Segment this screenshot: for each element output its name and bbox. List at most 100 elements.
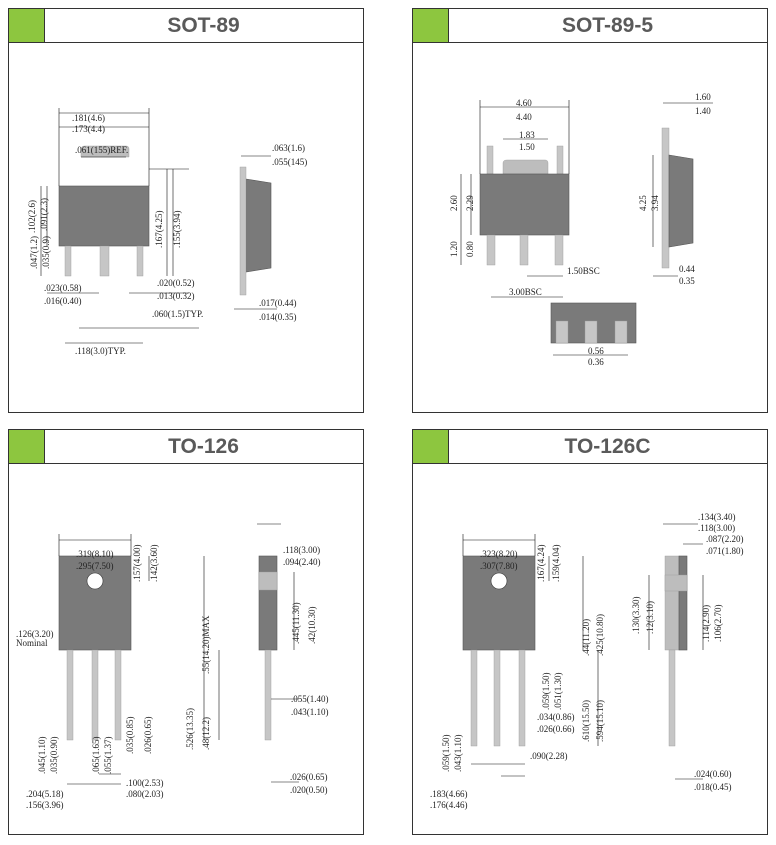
package-tab — [80, 145, 130, 158]
accent-square — [413, 430, 449, 463]
side-body — [245, 178, 272, 273]
dim-label: .059(1.50) — [441, 735, 451, 773]
lead — [99, 245, 110, 277]
panel-title: SOT-89 — [167, 14, 240, 37]
side-tab — [258, 571, 278, 591]
lead — [519, 234, 529, 266]
lead — [486, 145, 494, 175]
dim-label: .063(1.6) — [272, 143, 305, 153]
lead — [556, 145, 564, 175]
dim-label: .043(1.10) — [291, 707, 329, 717]
dim-label: .130(3.30) — [631, 597, 641, 635]
dim-label: Nominal — [16, 638, 48, 648]
dim-label: .060(1.5)TYP. — [152, 309, 203, 319]
dim-label: .55(14.20)MAX — [201, 615, 211, 674]
dim-label: 1.50BSC — [567, 266, 600, 276]
sot89-drawing: .181(4.6) .173(4.4) .061(155)REF. .102(2… — [27, 108, 307, 356]
package-tab — [502, 159, 549, 175]
dim-label: .035(0.9) — [41, 236, 51, 269]
dim-label: .024(0.60) — [694, 769, 732, 779]
panel-header: SOT-89 — [9, 9, 363, 43]
dim-label: .014(0.35) — [259, 312, 297, 322]
dim-label: .118(3.0)TYP. — [75, 346, 126, 356]
lead — [584, 320, 598, 344]
to126-drawing: .319(8.10) .295(7.50) .157(4.00) .142(3.… — [16, 523, 329, 810]
dim-label: .055(145) — [272, 157, 307, 167]
lead — [493, 649, 501, 747]
lead — [486, 234, 496, 266]
dim-label: 1.83 — [519, 130, 535, 140]
lead — [554, 234, 564, 266]
lead — [66, 649, 74, 741]
dim-label: .118(3.00) — [698, 523, 735, 533]
dim-label: 4.60 — [516, 98, 532, 108]
mounting-hole — [490, 572, 508, 590]
panel-title: SOT-89-5 — [561, 14, 654, 37]
package-body — [58, 555, 132, 651]
dim-label: .091(2.3) — [39, 198, 49, 231]
dim-label: .159(4.04) — [551, 545, 561, 583]
dim-label: .026(0.65) — [290, 772, 328, 782]
accent-square — [9, 9, 45, 42]
dim-label: 4.25 — [638, 195, 648, 211]
dim-label: .48(12.2) — [201, 717, 211, 750]
dim-label: .061(155)REF. — [75, 145, 128, 155]
panel-sot89-5: SOT-89-5 4.60 4.40 1.83 — [412, 8, 768, 413]
to126c-drawing: .323(8.20) .307(7.80) .167(4.24) .159(4.… — [430, 512, 744, 810]
dim-label: .023(0.58) — [44, 283, 82, 293]
dim-label: .087(2.20) — [706, 534, 744, 544]
panel-header: TO-126C — [413, 430, 767, 464]
dim-label: .295(7.50) — [76, 561, 114, 571]
lead — [470, 649, 478, 747]
side-lead — [668, 649, 676, 747]
sot89-5-drawing: 4.60 4.40 1.83 1.50 2.60 2.29 1.20 0.80 … — [449, 92, 713, 367]
dim-label: .126(3.20) — [16, 629, 54, 639]
dim-label: .018(0.45) — [694, 782, 732, 792]
dim-label: .134(3.40) — [698, 512, 736, 522]
dim-label: .307(7.80) — [480, 561, 518, 571]
dim-label: .12(3.10) — [645, 601, 655, 634]
dim-label: .020(0.52) — [157, 278, 195, 288]
dim-label: .043(1.10) — [453, 735, 463, 773]
dim-label: 2.29 — [465, 195, 475, 211]
dim-label: .017(0.44) — [259, 298, 297, 308]
dim-label: 0.36 — [588, 357, 604, 367]
panel-sot89: SOT-89 .181(4.6) .173(4.4) .061(155 — [8, 8, 364, 413]
dim-label: .080(2.03) — [126, 789, 164, 799]
dim-label: .142(3.60) — [149, 545, 159, 583]
dim-label: .094(2.40) — [283, 557, 321, 567]
lead — [91, 649, 99, 741]
dim-label: 0.56 — [588, 346, 604, 356]
dim-label: 1.40 — [695, 106, 711, 116]
panel-title: TO-126C — [564, 435, 651, 458]
dim-label: .035(0.90) — [49, 737, 59, 775]
side-lead — [661, 127, 670, 269]
lead — [64, 245, 72, 277]
dim-label: 4.40 — [516, 112, 532, 122]
dim-label: .013(0.32) — [157, 291, 195, 301]
dim-label: .425(10.80) — [595, 614, 605, 656]
dim-label: 0.44 — [679, 264, 695, 274]
lead — [136, 245, 144, 277]
lead — [518, 649, 526, 747]
dim-label: 1.20 — [449, 241, 459, 257]
dim-label: .118(3.00) — [283, 545, 320, 555]
accent-square — [413, 9, 449, 42]
dim-label: 3.94 — [650, 195, 660, 211]
panel-header: TO-126 — [9, 430, 363, 464]
accent-square — [9, 430, 45, 463]
dim-label: .176(4.46) — [430, 800, 468, 810]
dim-label: .181(4.6) — [72, 113, 105, 123]
dim-label: .594(15.10) — [595, 700, 605, 742]
dim-label: .157(4.00) — [132, 545, 142, 583]
lead — [555, 320, 569, 344]
dim-label: .100(2.53) — [126, 778, 164, 788]
dim-label: 3.00BSC — [509, 287, 542, 297]
package-body — [479, 173, 570, 236]
dim-label: 0.35 — [679, 276, 695, 286]
dim-label: 1.60 — [695, 92, 711, 102]
dim-label: .610(15.50) — [581, 700, 591, 742]
dim-label: .173(4.4) — [72, 124, 105, 134]
side-body — [664, 555, 680, 651]
dim-label: 1.50 — [519, 142, 535, 152]
